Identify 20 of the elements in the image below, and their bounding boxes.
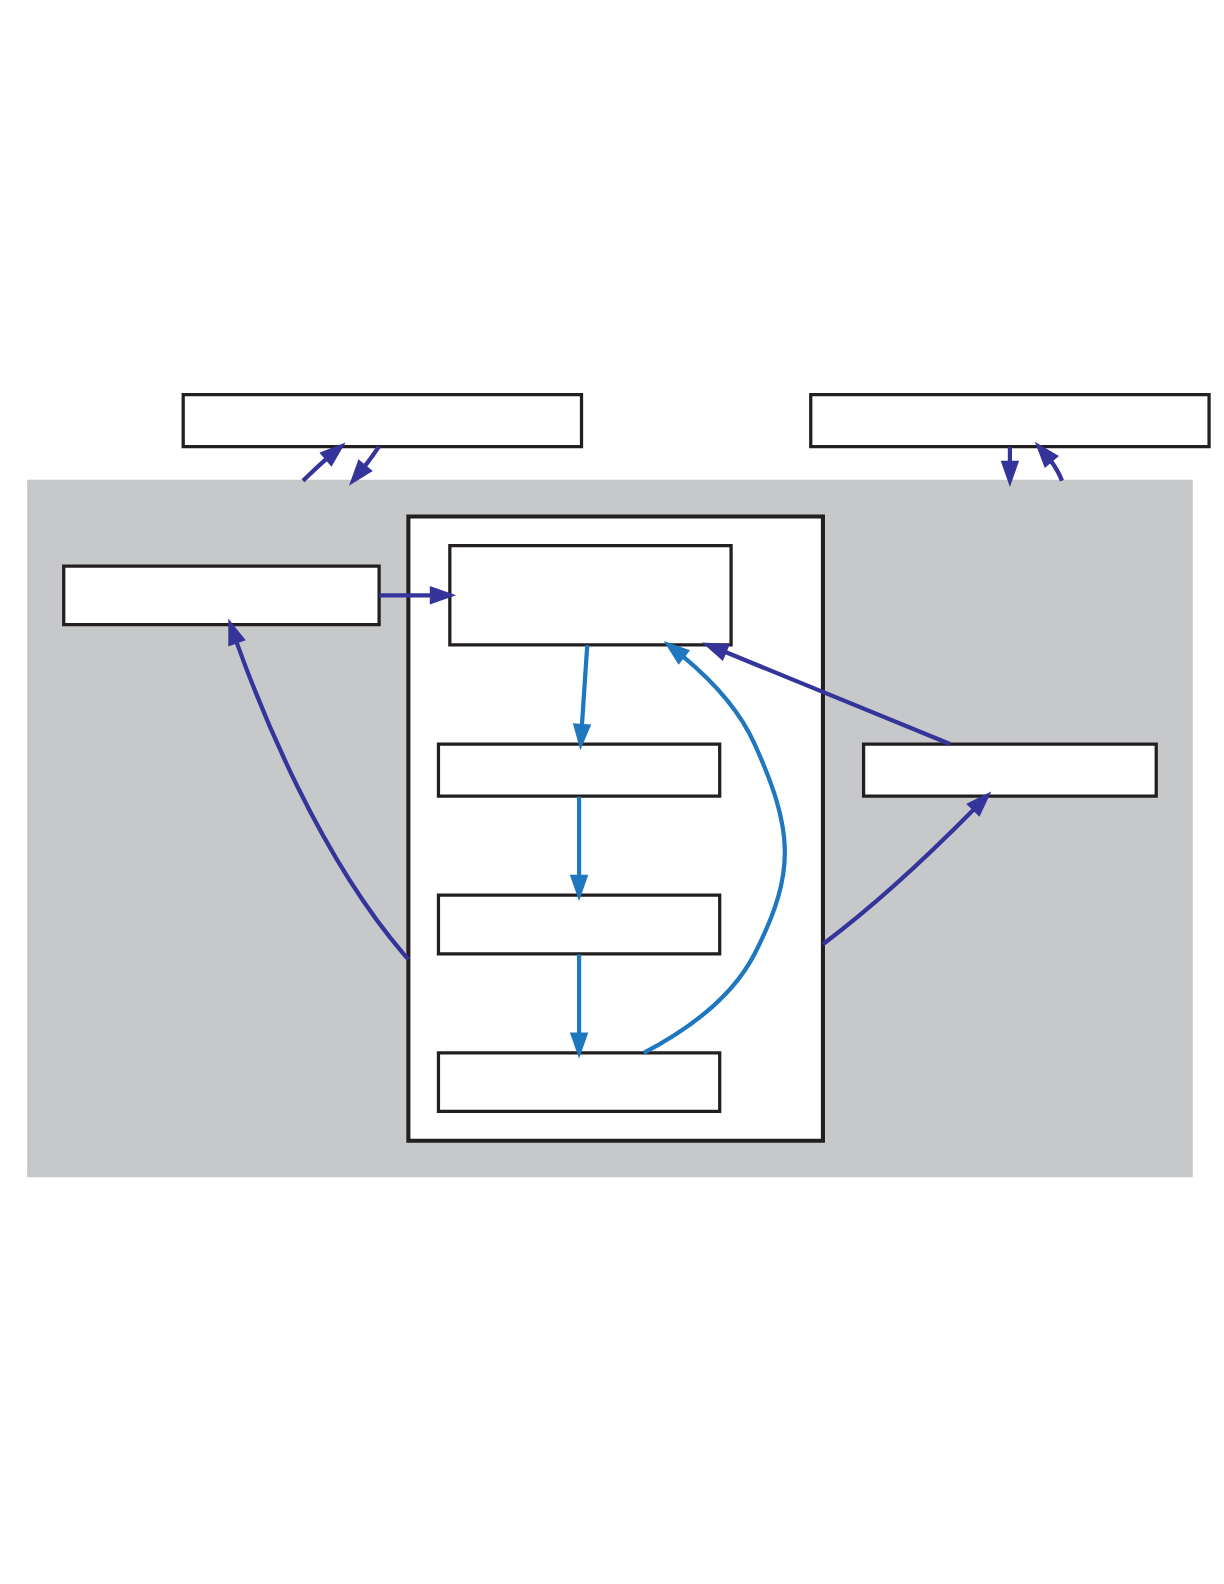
- arrow: [228, 618, 410, 961]
- arrow: [1034, 441, 1064, 482]
- cluster: [406, 514, 825, 1143]
- arrow: [569, 954, 589, 1059]
- node-box: [448, 544, 733, 647]
- arrow: [821, 791, 992, 946]
- node-box: [436, 742, 722, 798]
- arrow: [701, 642, 951, 746]
- arrow: [348, 445, 381, 486]
- arrow: [379, 586, 457, 605]
- node-box: [861, 742, 1158, 798]
- node-box: [436, 1051, 722, 1114]
- arrow: [569, 796, 589, 902]
- arrow: [301, 442, 346, 483]
- node-box: [62, 564, 381, 627]
- arrow: [642, 641, 787, 1055]
- node-box: [436, 893, 722, 956]
- node-box: [809, 392, 1211, 449]
- node-box: [181, 392, 584, 449]
- arrow: [572, 645, 592, 751]
